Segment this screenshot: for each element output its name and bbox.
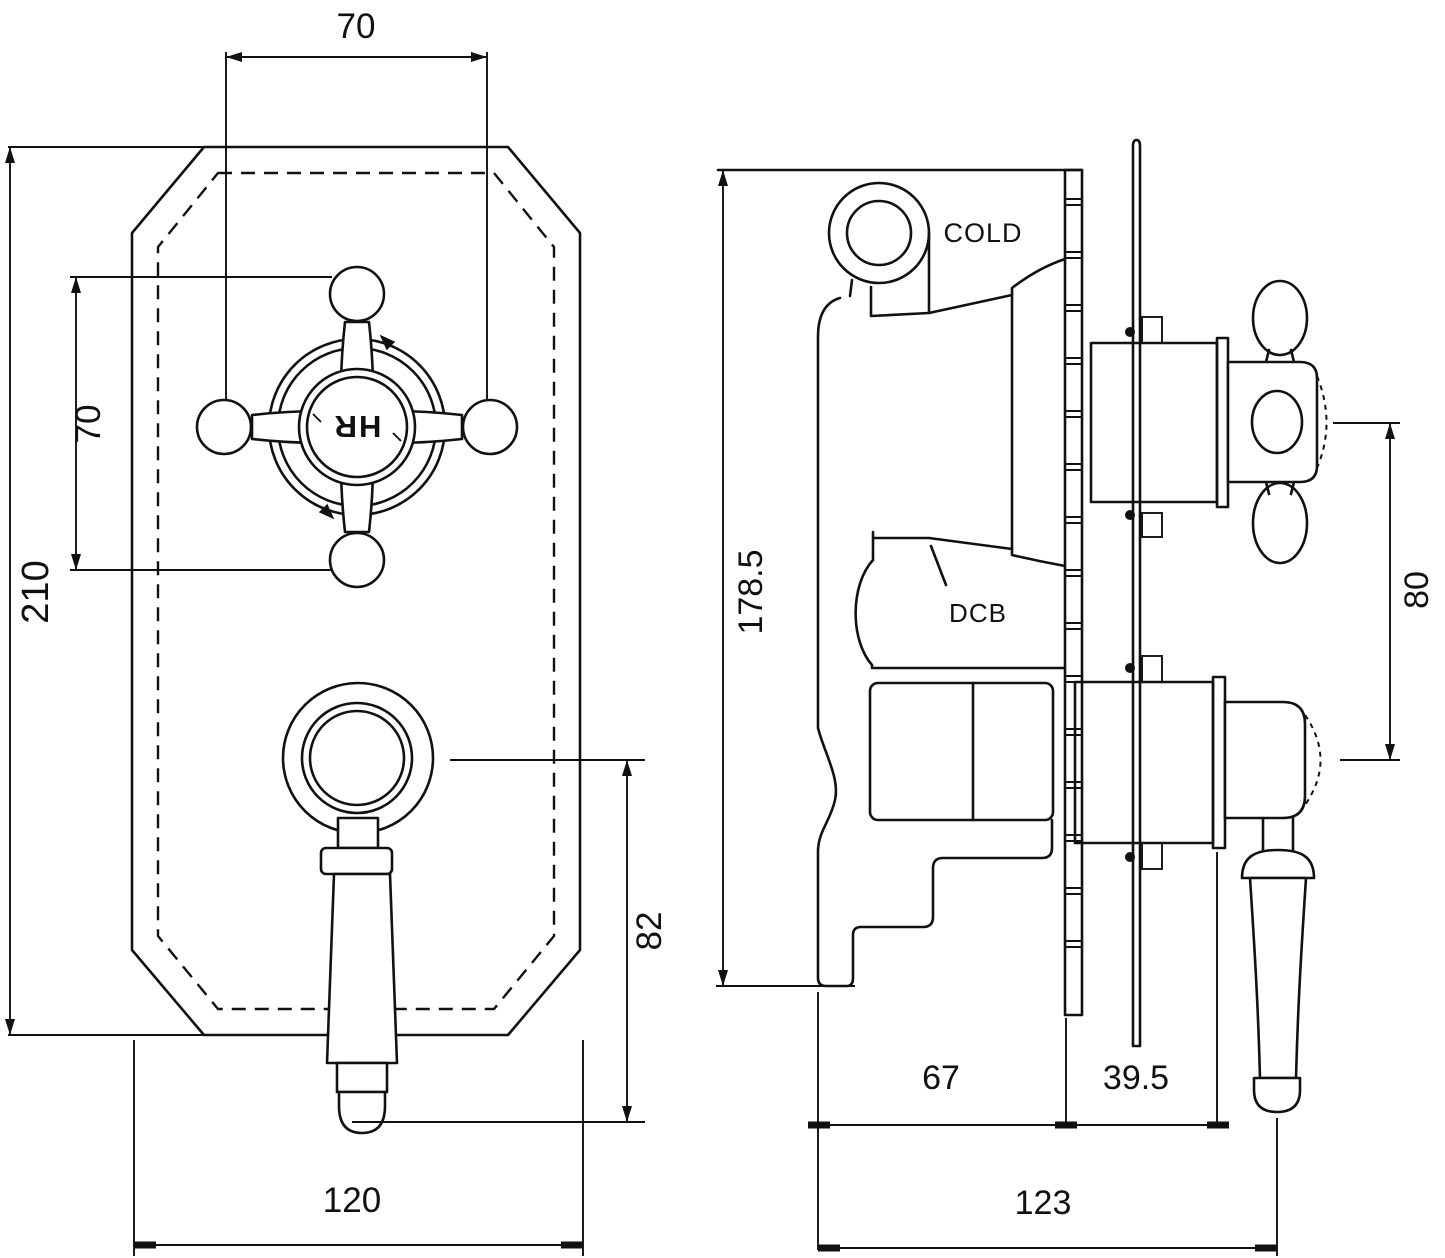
upper-flange bbox=[1215, 336, 1230, 509]
lever-grip bbox=[1248, 876, 1308, 1080]
svg-text:39.5: 39.5 bbox=[1103, 1059, 1169, 1097]
dim-front-top-width: 70 bbox=[226, 7, 487, 62]
lower-knob bbox=[1223, 700, 1307, 820]
cold-label: COLD bbox=[943, 218, 1022, 248]
lower-housing bbox=[1073, 680, 1215, 845]
rotation-arrow-icon bbox=[318, 503, 335, 520]
lever-dome bbox=[1240, 848, 1316, 880]
hub-index-marks bbox=[312, 413, 402, 442]
hub-label: HR bbox=[333, 409, 382, 444]
dcb-label: DCB bbox=[949, 598, 1007, 628]
cold-port-inner bbox=[845, 199, 913, 267]
faceplate-hidden-outline bbox=[156, 171, 556, 1011]
faceplate-edge bbox=[1131, 138, 1142, 1048]
faceplate-outline bbox=[130, 145, 582, 1037]
svg-text:123: 123 bbox=[1015, 1184, 1072, 1222]
dcb-leader bbox=[929, 544, 948, 587]
ext-vertical-offset bbox=[70, 276, 332, 571]
lever-handle-front bbox=[281, 681, 435, 1135]
front-view: HR 70 70 bbox=[5, 7, 669, 1256]
lever-collar bbox=[319, 846, 394, 876]
lever-tip bbox=[337, 1090, 387, 1135]
cross-arm-tip-bottom bbox=[328, 531, 386, 589]
cross-arm-tip-right bbox=[461, 398, 519, 456]
hub-cap bbox=[1250, 389, 1304, 455]
dim-side-depths: 67 39.5 bbox=[808, 852, 1229, 1250]
lever-tip-side bbox=[1252, 1076, 1302, 1114]
dim-front-lever: 82 bbox=[352, 759, 669, 1123]
svg-text:178.5: 178.5 bbox=[732, 549, 770, 634]
svg-text:80: 80 bbox=[1398, 571, 1436, 609]
dim-side-overall-depth: 123 bbox=[818, 1118, 1278, 1256]
svg-text:67: 67 bbox=[922, 1059, 960, 1097]
lever-body bbox=[325, 872, 399, 1065]
rotation-arrow-icon bbox=[379, 334, 396, 351]
lever-stem bbox=[336, 816, 380, 850]
dim-side-height: 178.5 bbox=[716, 170, 855, 987]
ext-plate-height bbox=[8, 146, 204, 1036]
svg-text:120: 120 bbox=[323, 1181, 381, 1220]
dim-front-width: 120 bbox=[133, 1040, 584, 1256]
cold-port-outer bbox=[827, 181, 931, 285]
upper-housing bbox=[1089, 341, 1219, 504]
cross-handle-side bbox=[1089, 279, 1328, 565]
svg-text:70: 70 bbox=[337, 7, 376, 46]
dim-front-height: 210 bbox=[5, 147, 57, 1035]
svg-text:70: 70 bbox=[69, 405, 108, 444]
wall-plate-section bbox=[1063, 168, 1084, 1017]
ext-top-width bbox=[225, 52, 488, 412]
lower-valve-box bbox=[868, 681, 1055, 822]
dim-front-vertical-offset: 70 bbox=[69, 277, 108, 570]
cross-handle-front: HR bbox=[195, 265, 519, 589]
cross-arm-tip-top bbox=[328, 265, 386, 323]
side-view: COLD DCB 178.5 80 67 39.5 123 bbox=[716, 138, 1436, 1256]
svg-text:82: 82 bbox=[630, 912, 669, 951]
dcb-boss bbox=[854, 558, 1067, 670]
lever-handle-side bbox=[1073, 655, 1322, 1114]
body-silhouette bbox=[816, 296, 1054, 988]
lower-flange bbox=[1211, 675, 1227, 850]
dim-side-spacing: 80 bbox=[1333, 422, 1436, 761]
cross-arm-tip-left bbox=[195, 398, 253, 456]
svg-text:210: 210 bbox=[15, 560, 57, 623]
